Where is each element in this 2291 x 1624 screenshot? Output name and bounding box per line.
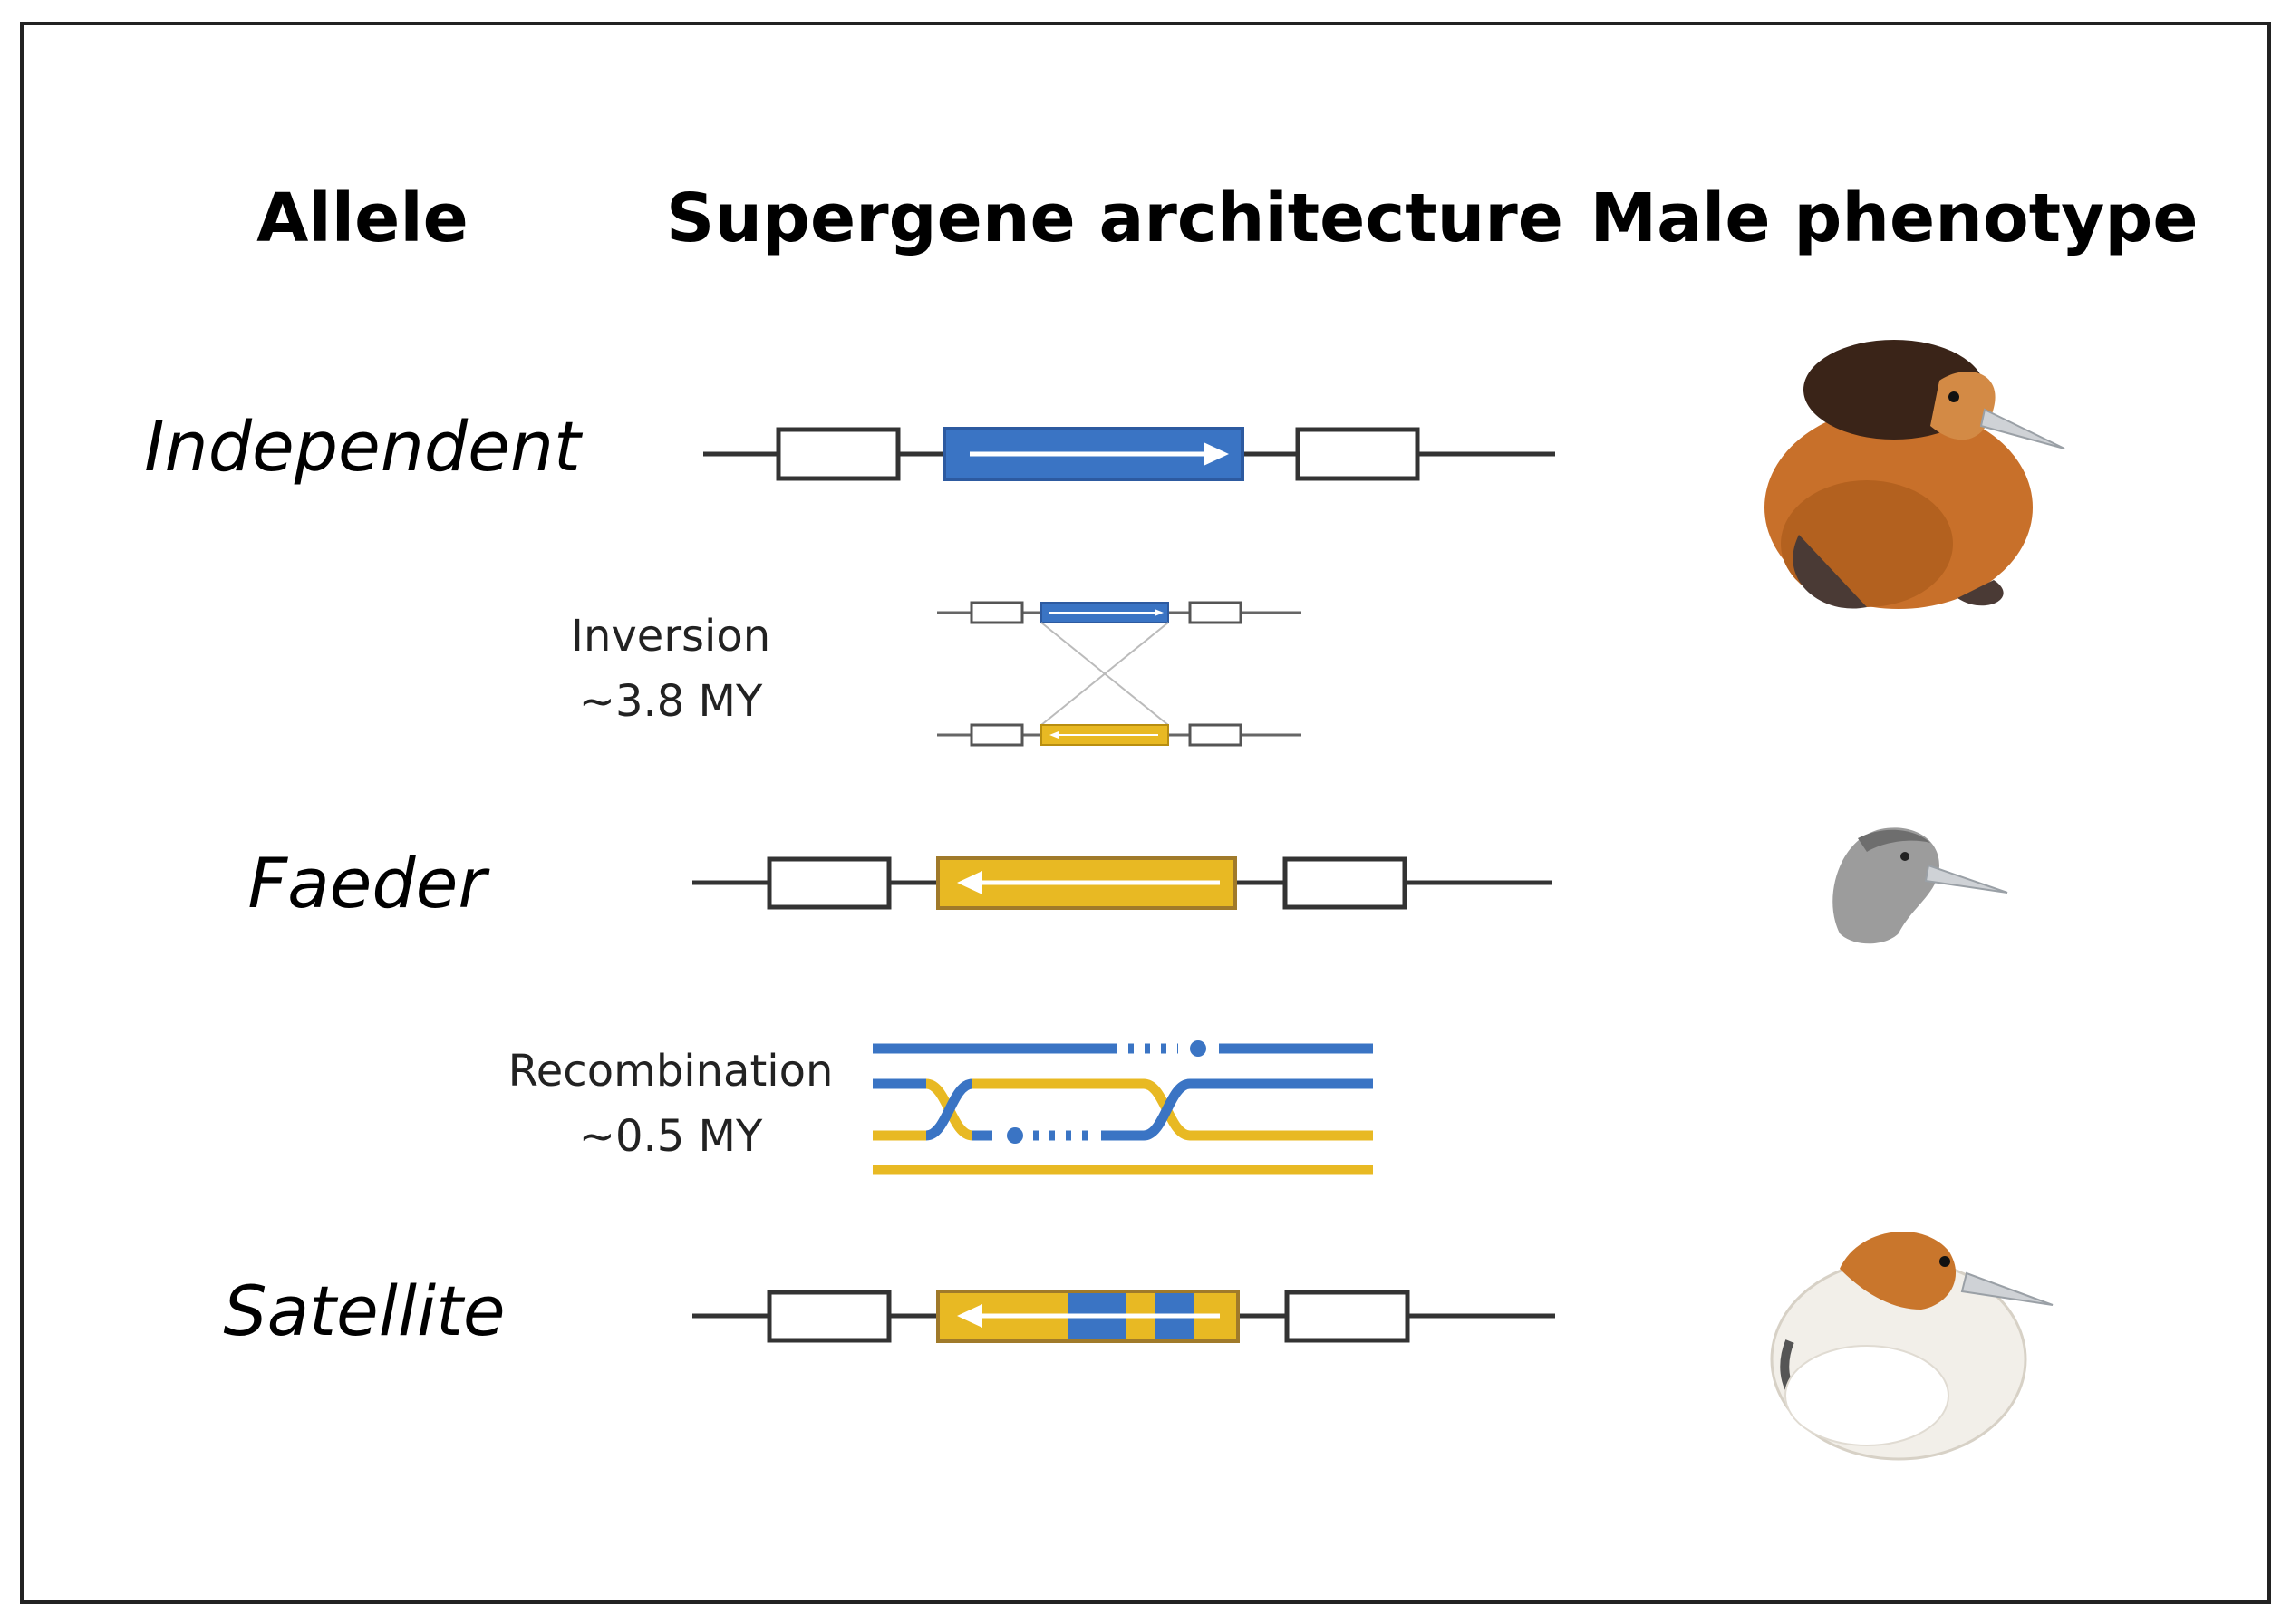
header-phenotype: Male phenotype [1590,179,2199,257]
satellite-architecture [692,1290,1555,1343]
independent-architecture [703,427,1555,481]
flanking-gene-left [776,427,901,481]
allele-label-independent: Independent [144,406,581,487]
recombination-label: Recombination ~0.5 MY [489,1039,852,1169]
header-allele: Allele [256,179,469,257]
arrow-head-left [957,871,982,894]
white-ruff-bird-icon [1770,1231,2054,1461]
grey-female-like-bird-icon [1832,827,2008,944]
dark-ruff-bird-icon [1764,340,2065,609]
recombination-label-line2: ~0.5 MY [578,1111,763,1162]
flanking-gene-left [767,1290,892,1343]
flanking-gene-right [1284,1290,1410,1343]
flanking-gene-right [1295,427,1420,481]
allele-label-faeder: Faeder [247,843,487,923]
recombination-label-line1: Recombination [508,1046,834,1097]
allele-label-satellite: Satellite [223,1271,506,1351]
inversion-label: Inversion ~3.8 MY [553,604,788,734]
faeder-architecture [692,856,1552,910]
figure-border [20,22,2271,1604]
header-architecture: Supergene architecture [666,179,1563,257]
flanking-gene-right [1282,856,1407,910]
arrow-head-left [957,1304,982,1328]
inversion-label-line2: ~3.8 MY [578,676,763,727]
inversion-diagram [937,601,1301,747]
arrow-head-right [1204,442,1229,466]
flanking-gene-left [767,856,892,910]
recombination-diagram [873,1040,1373,1175]
inversion-label-line1: Inversion [570,611,771,662]
